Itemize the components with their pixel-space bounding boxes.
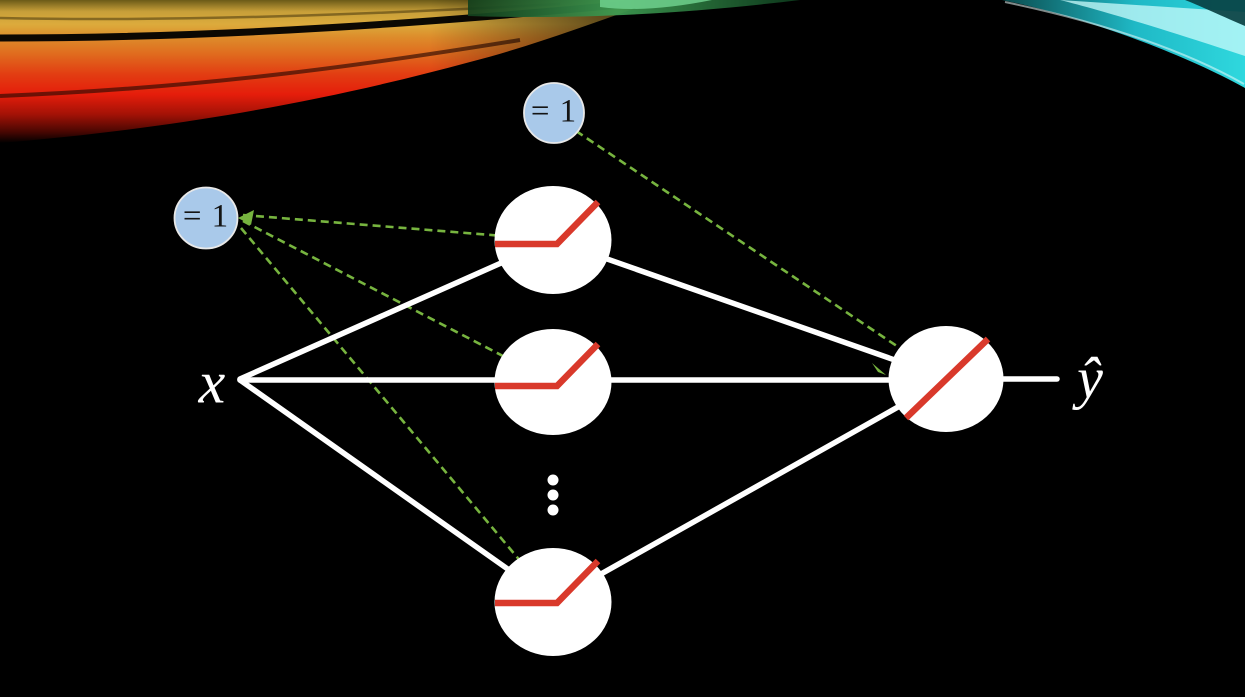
decor-green-highlight [600, 0, 712, 9]
hidden-layer-ellipsis [547, 474, 559, 516]
bias-node-top-label: = 1 [530, 93, 578, 130]
edge-input-to-hidden3 [237, 377, 556, 604]
decor-header-swoosh [0, 0, 1245, 143]
decor-cyan-edge-line [1004, 1, 1245, 85]
decor-cyan-highlight [1060, 0, 1245, 56]
ellipsis-dot-2 [547, 489, 559, 501]
output-label: ŷ [1077, 345, 1103, 411]
ellipsis-dot-1 [547, 474, 559, 486]
linear-icon-output [903, 336, 991, 421]
decor-cyan-corner-streak [1185, 0, 1245, 26]
edge-hidden3-to-output [550, 377, 949, 604]
bias-node-top [523, 82, 585, 144]
edge-hidden1-to-output [550, 237, 949, 381]
input-label: x [198, 349, 226, 416]
relu-icon-hidden3 [495, 558, 601, 607]
bias-edge-top-to-output [575, 129, 947, 381]
relu-icon-hidden2 [495, 341, 601, 390]
bias-node-left-label: = 1 [182, 198, 230, 235]
bias-edge-left-to-hidden3 [240, 227, 554, 601]
decor-warm-right-fade [430, 0, 700, 84]
bias-left-arrowhead-icon [238, 210, 254, 225]
hidden-neuron-1 [494, 186, 612, 294]
bias-node-left [173, 186, 239, 250]
bias-edge-left-to-hidden2 [242, 219, 554, 384]
bias-top-arrowhead-icon [872, 363, 886, 375]
ellipsis-dot-3 [547, 504, 559, 516]
relu-icon-hidden1 [495, 199, 601, 248]
